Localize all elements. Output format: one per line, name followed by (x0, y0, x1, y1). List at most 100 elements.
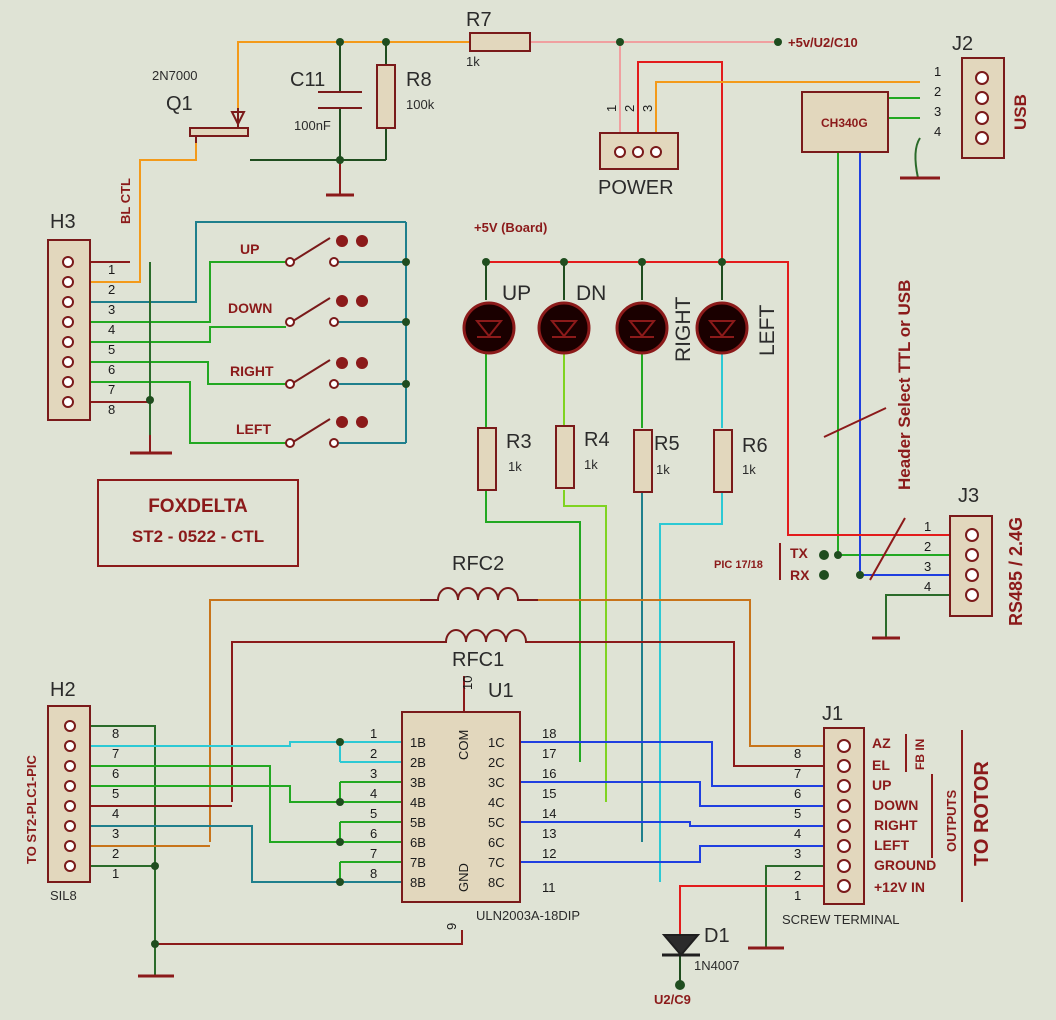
j3-connector[interactable]: 1 2 3 4 J3 RS485 / 2.4G (924, 485, 1026, 626)
svg-text:8: 8 (370, 866, 377, 881)
svg-text:8C: 8C (488, 875, 505, 890)
svg-text:6: 6 (112, 766, 119, 781)
rfc1-inductor[interactable]: RFC1 (440, 629, 528, 671)
svg-text:2: 2 (924, 539, 931, 554)
rx-label: RX (790, 567, 810, 583)
svg-text:4: 4 (370, 786, 377, 801)
r8-resistor[interactable]: R8 100k (376, 64, 435, 129)
svg-text:EL: EL (872, 757, 890, 773)
svg-text:1k: 1k (742, 462, 756, 477)
switch-right-label: RIGHT (230, 363, 274, 379)
led-up[interactable]: UP (462, 282, 531, 355)
svg-text:RIGHT: RIGHT (874, 817, 918, 833)
svg-text:14: 14 (542, 806, 556, 821)
r8-value: 100k (406, 97, 435, 112)
svg-text:1: 1 (794, 888, 801, 903)
svg-text:7: 7 (108, 382, 115, 397)
c11-capacitor[interactable]: C11 100nF (290, 69, 362, 133)
svg-text:1: 1 (604, 105, 619, 112)
header-select-label: Header Select TTL or USB (895, 280, 914, 490)
power-header[interactable]: 1 2 3 POWER (598, 105, 679, 199)
svg-text:R6: R6 (742, 435, 768, 457)
u1-uln2003[interactable]: U1 ULN2003A-18DIP 10 9 COM GND 1 2 3 4 5… (370, 676, 580, 930)
h2-header[interactable]: H2 SIL8 TO ST2-PLC1-PIC 8 7 6 5 4 3 2 1 (24, 679, 119, 903)
svg-text:6: 6 (370, 826, 377, 841)
switch-left[interactable]: LEFT (236, 416, 368, 448)
to-rotor-label: TO ROTOR (971, 761, 993, 866)
j3-label: RS485 / 2.4G (1006, 517, 1026, 626)
svg-text:5: 5 (108, 342, 115, 357)
r7-value: 1k (466, 54, 480, 69)
r5-resistor[interactable]: R5 1k (633, 429, 680, 493)
r4-resistor[interactable]: R4 1k (555, 425, 610, 489)
d1-part: 1N4007 (694, 958, 740, 973)
svg-text:+12V IN: +12V IN (874, 879, 925, 895)
rfc2-inductor[interactable]: RFC2 (420, 553, 538, 601)
svg-text:13: 13 (542, 826, 556, 841)
led-left[interactable]: LEFT (695, 301, 779, 356)
svg-text:3: 3 (108, 302, 115, 317)
r6-resistor[interactable]: R6 1k (713, 429, 768, 493)
svg-text:COM: COM (456, 730, 471, 760)
svg-text:3: 3 (640, 105, 655, 112)
h3-header[interactable]: H3 1 2 3 4 5 6 7 8 (47, 211, 115, 421)
switch-up[interactable]: UP (240, 235, 368, 267)
svg-text:3: 3 (794, 846, 801, 861)
svg-text:2: 2 (794, 868, 801, 883)
title-line1: FOXDELTA (148, 496, 248, 517)
u1-part: ULN2003A-18DIP (476, 908, 580, 923)
svg-text:2: 2 (112, 846, 119, 861)
q1-part: 2N7000 (152, 68, 198, 83)
svg-text:6: 6 (108, 362, 115, 377)
led-right[interactable]: RIGHT (615, 297, 695, 363)
power-label: POWER (598, 177, 674, 199)
j2-ref: J2 (952, 33, 973, 55)
svg-text:R5: R5 (654, 433, 680, 455)
svg-text:3: 3 (370, 766, 377, 781)
h3-ref: H3 (50, 211, 76, 233)
svg-text:8: 8 (108, 402, 115, 417)
switch-right[interactable]: RIGHT (230, 357, 368, 389)
ch340g-chip[interactable]: CH340G (801, 91, 889, 153)
r7-resistor[interactable]: R7 1k (466, 9, 531, 69)
svg-text:4: 4 (924, 579, 931, 594)
svg-text:1: 1 (934, 64, 941, 79)
svg-text:3: 3 (924, 559, 931, 574)
svg-text:2: 2 (108, 282, 115, 297)
svg-text:GND: GND (456, 863, 471, 892)
d1-diode[interactable]: D1 1N4007 U2/C9 (654, 925, 740, 1007)
svg-text:2B: 2B (410, 755, 426, 770)
svg-text:1k: 1k (508, 459, 522, 474)
switch-down[interactable]: DOWN (228, 295, 368, 327)
svg-text:8: 8 (112, 726, 119, 741)
q1-transistor[interactable]: 2N7000 Q1 (152, 68, 249, 143)
svg-text:8B: 8B (410, 875, 426, 890)
led-dn[interactable]: DN (537, 282, 606, 355)
svg-text:4: 4 (112, 806, 119, 821)
svg-text:10: 10 (460, 676, 475, 690)
rfc2-label: RFC2 (452, 553, 504, 575)
svg-text:4B: 4B (410, 795, 426, 810)
led-left-label: LEFT (756, 304, 779, 356)
svg-text:1k: 1k (584, 457, 598, 472)
tx-label: TX (790, 545, 809, 561)
svg-text:7B: 7B (410, 855, 426, 870)
h2-part: SIL8 (50, 888, 77, 903)
ch340g-label: CH340G (821, 116, 868, 130)
j2-usb-connector[interactable]: 1 2 3 4 J2 USB (934, 33, 1030, 159)
svg-text:4: 4 (794, 826, 801, 841)
svg-text:15: 15 (542, 786, 556, 801)
led-up-label: UP (502, 282, 531, 305)
svg-text:6: 6 (794, 786, 801, 801)
svg-text:5: 5 (112, 786, 119, 801)
j1-ref: J1 (822, 703, 843, 725)
net-5v-board-label: +5V (Board) (474, 220, 547, 235)
q1-ref: Q1 (166, 93, 193, 115)
r3-resistor[interactable]: R3 1k (477, 427, 532, 491)
svg-text:2: 2 (370, 746, 377, 761)
h2-ref: H2 (50, 679, 76, 701)
j3-ref: J3 (958, 485, 979, 507)
j1-screw-terminal[interactable]: J1 SCREW TERMINAL 8 7 6 5 4 3 2 1 (782, 703, 900, 927)
d1-net-label: U2/C9 (654, 992, 691, 1007)
